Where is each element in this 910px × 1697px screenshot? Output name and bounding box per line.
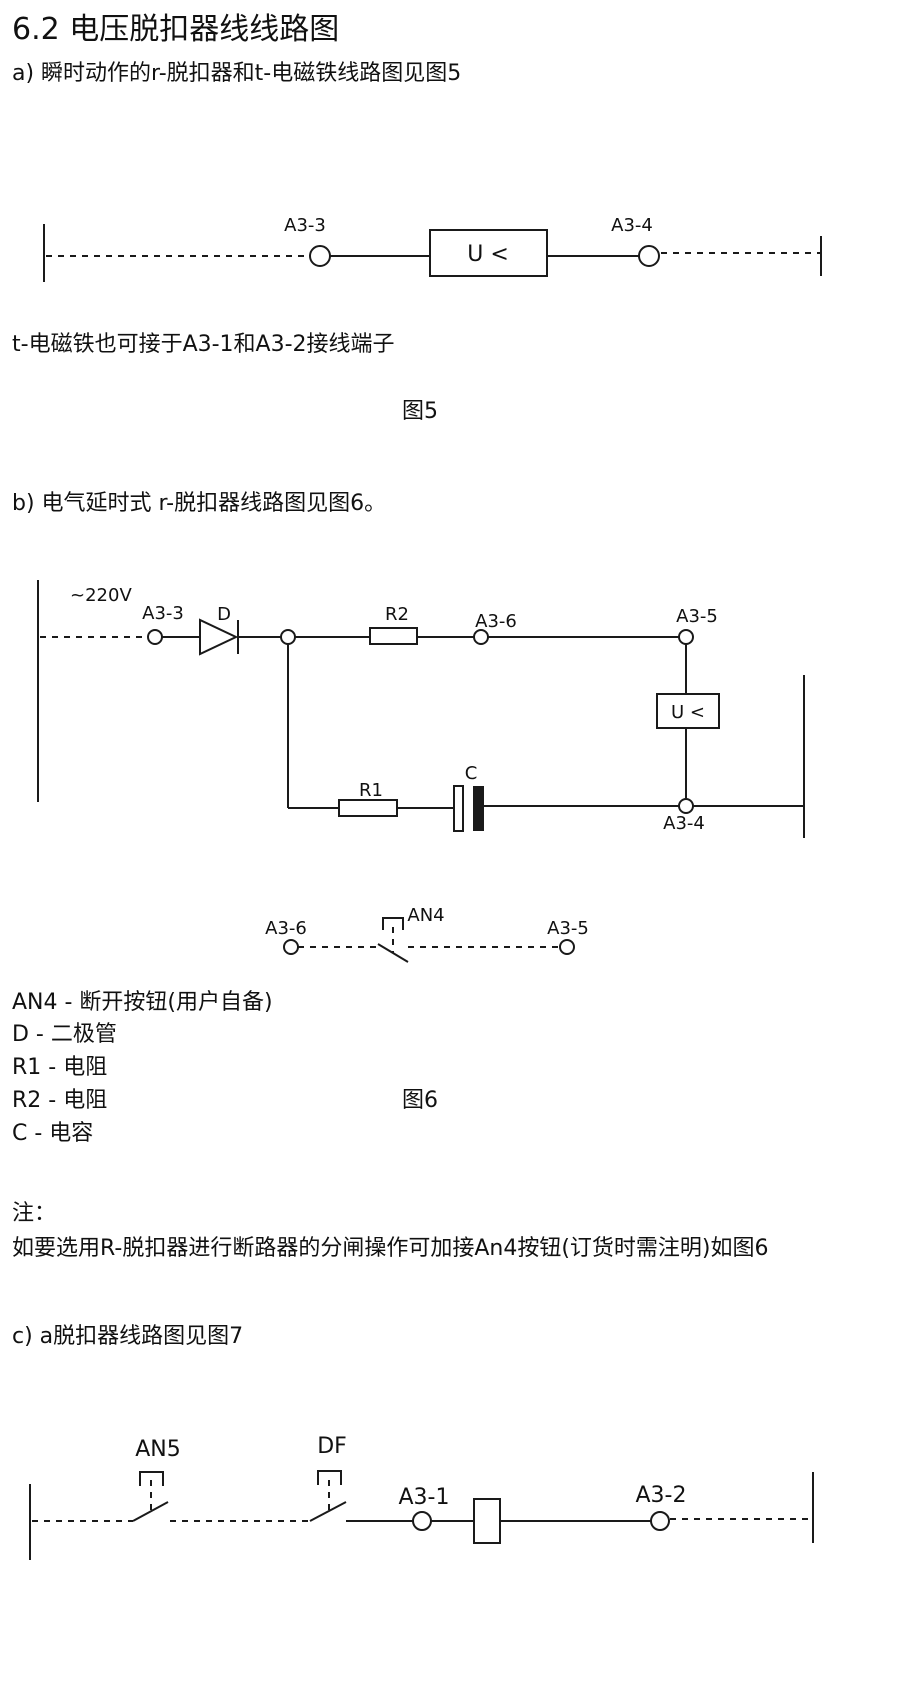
- fig6-terminal-a33: [147, 629, 163, 645]
- section-b-intro: b) 电气延时式 r-脱扣器线路图见图6。: [12, 491, 387, 516]
- fig5-relay-box: [429, 229, 548, 277]
- fig5-terminal-a33: [309, 245, 331, 267]
- fig6-terminal-a34: [678, 798, 694, 814]
- switch-terminal-a35: [559, 939, 575, 955]
- diode-icon: [199, 618, 239, 656]
- fig6-switch-diagram: A3-6 AN4 A3-5: [265, 905, 589, 963]
- fig7-label-an5: AN5: [135, 1437, 181, 1462]
- df-head-icon: [317, 1470, 342, 1485]
- legend-item-r2: R2 - 电阻: [12, 1088, 108, 1113]
- fig6-diagram: ~220V A3-3 D R2 A3-6 A3-5 U < A3-4 R1: [37, 580, 805, 838]
- note-heading: 注：: [12, 1201, 57, 1226]
- pushbutton-head-icon: [382, 917, 404, 930]
- an5-contact-icon: [132, 1501, 169, 1522]
- an5-head-icon: [139, 1471, 164, 1486]
- legend-item-an4: AN4 - 断开按钮(用户自备): [12, 990, 273, 1015]
- fig7-terminal-a32: [650, 1511, 670, 1531]
- fig7-label-df: DF: [317, 1434, 347, 1459]
- switch-label-an4: AN4: [407, 905, 444, 926]
- legend-item-r1: R1 - 电阻: [12, 1055, 108, 1080]
- fig5-relay-label: U <: [467, 242, 509, 267]
- fig7-label-a31: A3-1: [399, 1485, 450, 1510]
- fig7-diagram: AN5 DF A3-1 A3-2: [29, 1434, 814, 1560]
- fig6-label-a35: A3-5: [676, 606, 718, 627]
- fig6-label-a33: A3-3: [142, 603, 184, 624]
- fig6-label-r2: R2: [385, 604, 409, 625]
- fig6-terminal-a36: [473, 629, 489, 645]
- fig6-label-r1: R1: [359, 780, 383, 801]
- note-text: 如要选用R-脱扣器进行断路器的分闸操作可加接An4按钮(订货时需注明)如图6: [12, 1236, 769, 1261]
- df-contact-icon: [309, 1501, 347, 1522]
- fig5-terminal-a34: [638, 245, 660, 267]
- section-a-note: t-电磁铁也可接于A3-1和A3-2接线端子: [12, 332, 395, 357]
- fig5-diagram: A3-3 U < A3-4: [43, 215, 822, 282]
- fig7-terminal-a31: [412, 1511, 432, 1531]
- fig6-node: [280, 629, 296, 645]
- fig6-voltage-label: ~220V: [70, 585, 132, 606]
- fig6-terminal-a35: [678, 629, 694, 645]
- section-a-intro: a) 瞬时动作的r-脱扣器和t-电磁铁线路图见图5: [12, 61, 462, 86]
- fig6-label-a34: A3-4: [663, 813, 705, 834]
- capacitor-plate-icon: [453, 785, 464, 832]
- fig6-caption: 图6: [402, 1088, 438, 1113]
- legend-item-c: C - 电容: [12, 1121, 94, 1146]
- fig6-relay-label: U <: [671, 702, 705, 723]
- resistor-r1-icon: [338, 799, 398, 817]
- capacitor-plate-icon: [473, 786, 484, 831]
- fig6-label-diode: D: [217, 604, 231, 625]
- switch-label-a35: A3-5: [547, 918, 589, 939]
- switch-terminal-a36: [283, 939, 299, 955]
- fig6-label-a36: A3-6: [475, 611, 517, 632]
- fig6-label-cap: C: [465, 763, 478, 784]
- fig5-label-a33: A3-3: [284, 215, 326, 236]
- fig5-caption: 图5: [402, 399, 438, 424]
- section-title: 6.2 电压脱扣器线线路图: [12, 12, 340, 47]
- legend-item-d: D - 二极管: [12, 1022, 117, 1047]
- resistor-r2-icon: [369, 627, 418, 645]
- fig6-relay-box: [656, 693, 720, 729]
- section-c-intro: c) a脱扣器线路图见图7: [12, 1324, 244, 1349]
- fig7-label-a32: A3-2: [636, 1483, 687, 1508]
- fig7-coil-box: [473, 1498, 501, 1544]
- switch-label-a36: A3-6: [265, 918, 307, 939]
- fig5-label-a34: A3-4: [611, 215, 653, 236]
